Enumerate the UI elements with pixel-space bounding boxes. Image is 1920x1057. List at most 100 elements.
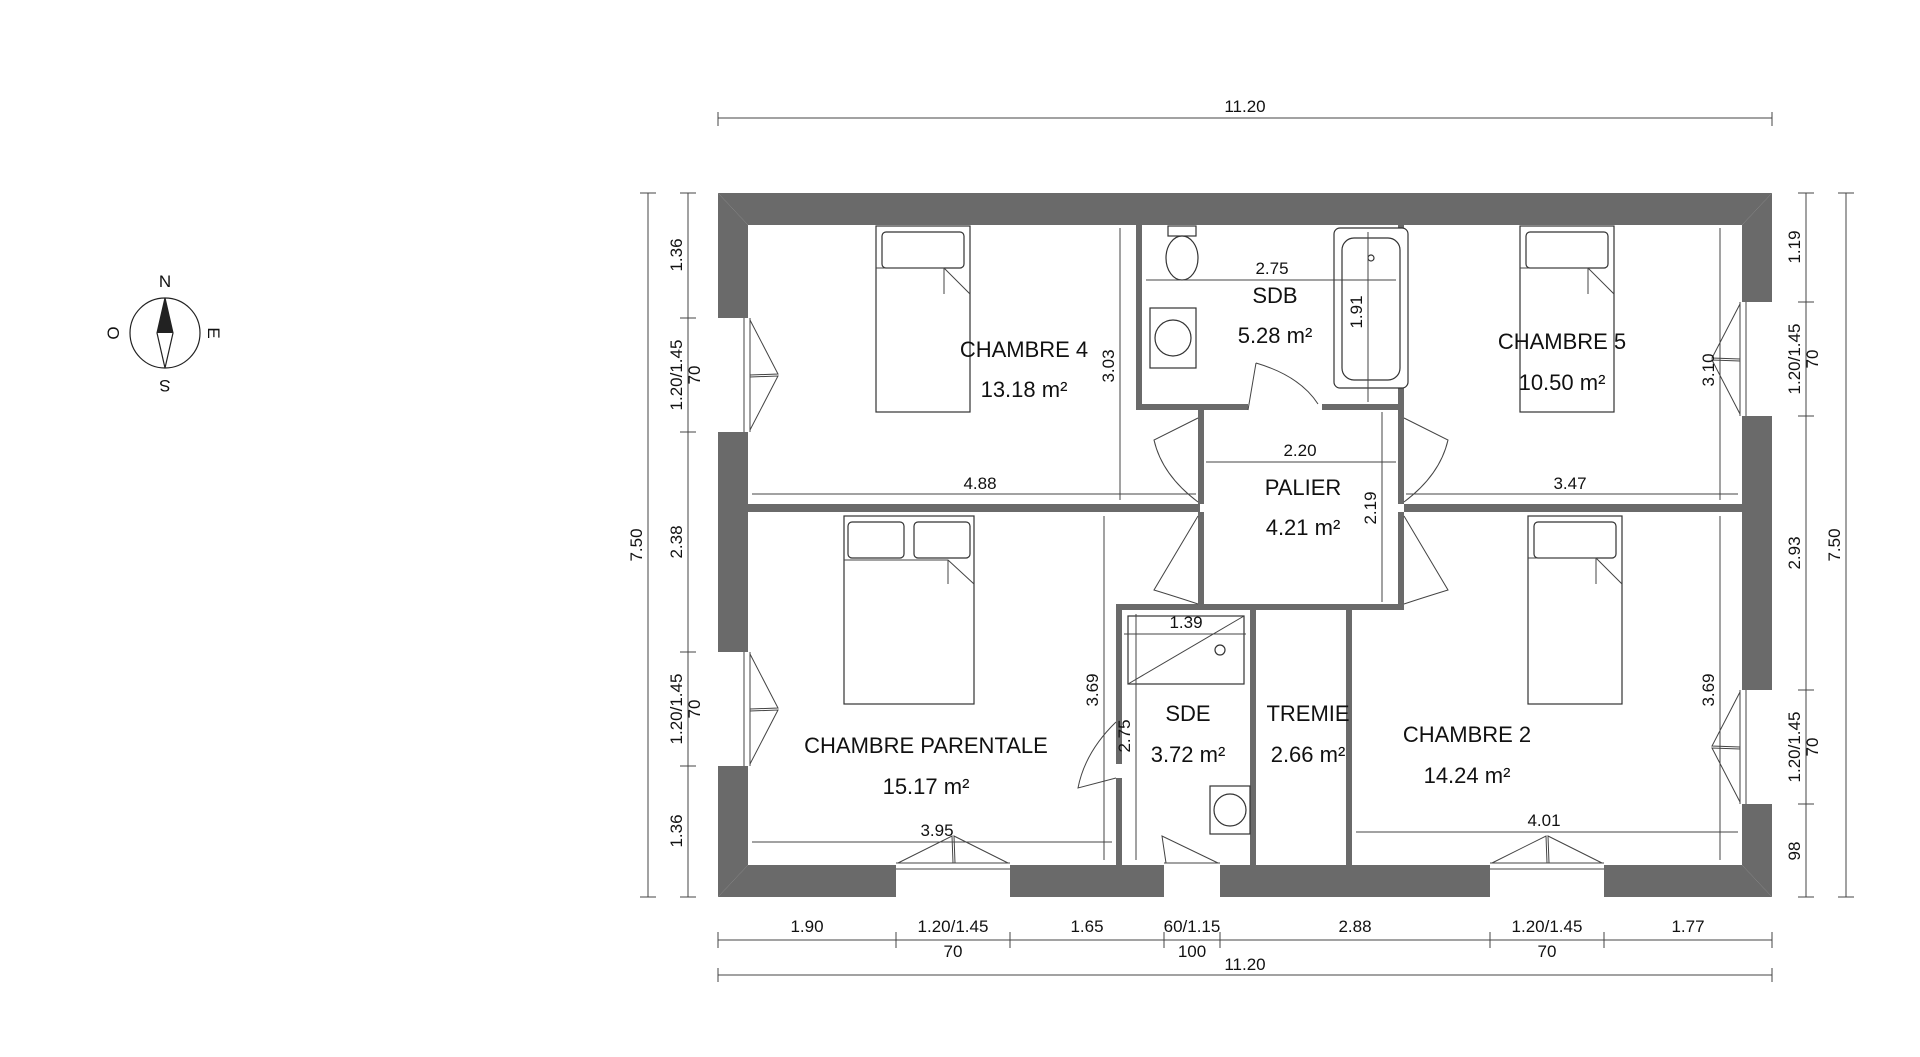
bed-chambre-parentale — [843, 515, 975, 705]
window-swings — [749, 303, 1741, 864]
shower-icon — [1127, 615, 1245, 685]
dim-c5-width: 3.47 — [1553, 474, 1586, 493]
wall-c4-parentale — [748, 504, 1200, 512]
wall-c4-sdb — [1136, 193, 1142, 409]
room-name-chambre-parentale: CHAMBRE PARENTALE — [804, 733, 1048, 758]
dim-right-total: 7.50 — [1825, 528, 1844, 561]
room-name-chambre-5: CHAMBRE 5 — [1498, 329, 1626, 354]
window-opening-left-top — [716, 318, 750, 432]
dim-left-2: 1.20/1.45 — [667, 340, 686, 411]
dim-c5-height: 3.10 — [1699, 353, 1718, 386]
dim-parentale-width: 3.95 — [920, 821, 953, 840]
furniture — [843, 225, 1623, 835]
dim-bottom-1: 1.90 — [790, 917, 823, 936]
door-sde — [1077, 721, 1117, 789]
dim-left-total: 7.50 — [627, 528, 646, 561]
window-opening-right-top — [1740, 302, 1774, 416]
dim-left-3: 2.38 — [667, 525, 686, 558]
wall-palier-right-bottom — [1398, 512, 1404, 606]
dim-bottom-2: 1.20/1.45 — [918, 917, 989, 936]
room-name-sde: SDE — [1165, 701, 1210, 726]
dim-sde-height: 2.75 — [1115, 719, 1134, 752]
doors — [1077, 362, 1449, 789]
compass-west-label: O — [104, 326, 123, 339]
dim-bottom-3: 1.65 — [1070, 917, 1103, 936]
window-opening-left-bottom — [716, 652, 750, 766]
dimension-lines — [640, 112, 1854, 982]
wall-parentale-sde-bottom — [1116, 778, 1122, 865]
room-area-sdb: 5.28 m² — [1238, 323, 1313, 348]
dim-right-2-sub: 70 — [1803, 350, 1822, 369]
wall-palier-bottom — [1116, 604, 1404, 610]
dim-left-2-sub: 70 — [685, 366, 704, 385]
sink-sde-icon — [1209, 785, 1251, 835]
wall-sdb-bottom-left — [1136, 404, 1248, 410]
compass: N S E O — [104, 272, 223, 395]
room-labels: CHAMBRE 4 13.18 m² SDB 5.28 m² CHAMBRE 5… — [804, 283, 1626, 799]
window-opening-right-bottom — [1740, 690, 1774, 804]
dim-c4-height: 3.03 — [1099, 349, 1118, 382]
room-name-chambre-4: CHAMBRE 4 — [960, 337, 1088, 362]
dim-right-1: 1.19 — [1785, 230, 1804, 263]
wall-top — [718, 193, 1772, 225]
room-name-palier: PALIER — [1265, 475, 1342, 500]
wall-tremie-c2 — [1346, 604, 1352, 865]
dim-parentale-height: 3.69 — [1083, 673, 1102, 706]
dim-sde-width: 1.39 — [1169, 613, 1202, 632]
wall-bottom — [718, 865, 1772, 897]
dim-bottom-5: 2.88 — [1338, 917, 1371, 936]
dim-bottom-sub-2: 100 — [1178, 942, 1206, 961]
dim-top-total: 11.20 — [1224, 97, 1265, 116]
bed-chambre-2 — [1527, 515, 1623, 705]
room-name-chambre-2: CHAMBRE 2 — [1403, 722, 1531, 747]
dim-right-4: 1.20/1.45 — [1785, 712, 1804, 783]
bathtub-icon — [1333, 227, 1409, 389]
dim-c4-width: 4.88 — [963, 474, 996, 493]
dim-palier-width: 2.20 — [1283, 441, 1316, 460]
compass-north-label: N — [159, 272, 171, 291]
compass-south-label: S — [159, 376, 170, 395]
dim-left-5: 1.36 — [667, 814, 686, 847]
room-name-sdb: SDB — [1252, 283, 1297, 308]
exterior-walls — [716, 193, 1774, 899]
window-opening-bottom-sde — [1164, 863, 1220, 899]
dim-bottom-sub-1: 70 — [944, 942, 963, 961]
window-opening-bottom-left — [896, 863, 1010, 899]
dim-right-3: 2.93 — [1785, 536, 1804, 569]
dimension-labels: 11.20 1.90 1.20/1.45 1.65 60/1.15 2.88 1… — [627, 97, 1844, 974]
door-c4 — [1153, 417, 1199, 503]
wall-parentale-sde-top — [1116, 604, 1122, 764]
dim-left-4: 1.20/1.45 — [667, 674, 686, 745]
dim-bottom-sub-3: 70 — [1538, 942, 1557, 961]
room-area-chambre-2: 14.24 m² — [1424, 763, 1511, 788]
wall-sde-tremie — [1250, 604, 1256, 865]
room-area-palier: 4.21 m² — [1266, 515, 1341, 540]
dim-right-5: 98 — [1785, 842, 1804, 861]
north-arrow-icon — [157, 298, 173, 333]
wall-c5-c2 — [1404, 504, 1742, 512]
room-area-sde: 3.72 m² — [1151, 742, 1226, 767]
dim-bottom-6: 1.20/1.45 — [1512, 917, 1583, 936]
wall-palier-left-bottom — [1198, 512, 1204, 606]
room-area-chambre-5: 10.50 m² — [1519, 370, 1606, 395]
wall-left — [718, 193, 748, 897]
bed-chambre-4 — [875, 225, 971, 413]
dim-left-1: 1.36 — [667, 238, 686, 271]
dim-bottom-4: 60/1.15 — [1164, 917, 1221, 936]
dim-right-4-sub: 70 — [1803, 738, 1822, 757]
door-c5 — [1403, 417, 1449, 503]
dim-sdb-width: 2.75 — [1255, 259, 1288, 278]
dim-palier-height: 2.19 — [1361, 491, 1380, 524]
dim-left-4-sub: 70 — [685, 700, 704, 719]
bed-chambre-5 — [1519, 225, 1615, 413]
dim-c2-height: 3.69 — [1699, 673, 1718, 706]
room-area-chambre-parentale: 15.17 m² — [883, 774, 970, 799]
door-c2 — [1403, 515, 1449, 605]
dim-c2-width: 4.01 — [1527, 811, 1560, 830]
dim-sdb-height: 1.91 — [1347, 295, 1366, 328]
dim-right-2: 1.20/1.45 — [1785, 324, 1804, 395]
wall-palier-right-top — [1398, 410, 1404, 504]
window-opening-bottom-right — [1490, 863, 1604, 899]
toilet-icon — [1165, 225, 1199, 281]
